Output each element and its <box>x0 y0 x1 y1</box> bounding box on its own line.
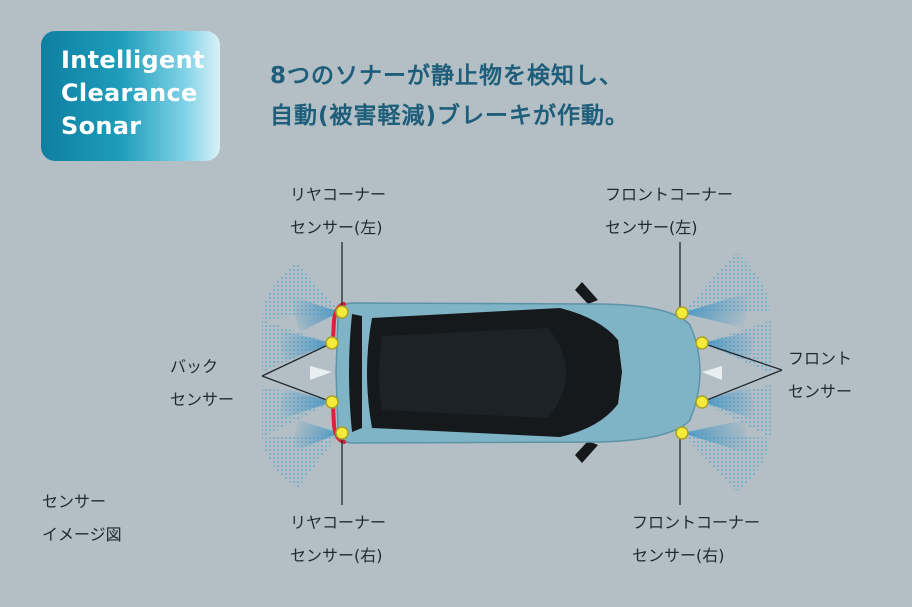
label-rear-corner-left-line-1: リヤコーナー <box>290 185 387 204</box>
leader-lines <box>261 242 783 505</box>
car-mirror-bottom <box>575 441 598 463</box>
leader-back-top <box>261 342 333 377</box>
label-rear-corner-right: リヤコーナー センサー(右) <box>290 506 386 572</box>
sensor-front-corner-left <box>675 306 689 320</box>
label-rear-corner-left-line-2: センサー(左) <box>290 218 383 237</box>
sensor-rear-corner-right <box>335 426 349 440</box>
rear-corner-right-wave-core <box>292 420 340 452</box>
label-front-corner-left-line-1: フロントコーナー <box>605 185 734 204</box>
label-front-corner-left: フロントコーナー センサー(左) <box>605 178 733 244</box>
sensor-front-left <box>695 336 709 350</box>
front-corner-right-wave-core <box>682 420 750 454</box>
rear-corner-left-wave <box>262 262 340 320</box>
sensor-front-corner-right <box>675 426 689 440</box>
intelligent-clearance-sonar-badge: Intelligent Clearance Sonar <box>41 31 220 161</box>
label-front-corner-right-line-2: センサー(右) <box>632 546 725 565</box>
rear-corner-left-wave-core <box>290 296 340 332</box>
front-left-wave-core <box>702 330 756 362</box>
leader-front-top <box>701 342 783 371</box>
label-back-sensor-line-1: バック <box>170 357 219 376</box>
label-rear-corner-right-line-1: リヤコーナー <box>290 513 387 532</box>
car-roof-panel <box>379 328 566 418</box>
headline-line-2: 自動(被害軽減)ブレーキが作動。 <box>270 103 630 129</box>
rear-corner-right-wave <box>262 433 340 488</box>
label-front-corner-left-line-2: センサー(左) <box>605 218 698 237</box>
label-front-sensor-line-1: フロント <box>788 349 853 368</box>
badge-line-3: Sonar <box>61 112 142 140</box>
leader-front-bottom <box>701 369 783 403</box>
label-back-sensor: バック センサー <box>170 350 234 416</box>
legend-sensor-image: センサー イメージ図 <box>42 485 122 551</box>
sensor-rear-corner-left <box>335 305 349 319</box>
badge-line-2: Clearance <box>61 79 198 107</box>
legend-line-1: センサー <box>42 492 107 511</box>
label-rear-corner-right-line-2: センサー(右) <box>290 546 383 565</box>
car-roof-glass <box>367 308 622 437</box>
car-rear-window <box>349 314 362 432</box>
front-white-gap <box>702 366 722 380</box>
sensor-front-right <box>695 395 709 409</box>
label-front-sensor: フロント センサー <box>788 342 852 408</box>
headline: 8つのソナーが静止物を検知し、 自動(被害軽減)ブレーキが作動。 <box>270 56 629 136</box>
front-right-wave-core <box>702 386 756 420</box>
leader-back-bottom <box>261 375 333 403</box>
front-corner-left-wave-core <box>682 292 750 328</box>
back-right-wave-core <box>278 388 332 420</box>
car-mirror-top <box>575 282 598 304</box>
label-back-sensor-line-2: センサー <box>170 390 235 409</box>
rear-sensor-waves <box>262 262 340 488</box>
label-front-sensor-line-2: センサー <box>788 382 853 401</box>
legend-line-2: イメージ図 <box>42 525 122 544</box>
car-top-view <box>331 282 701 463</box>
headline-line-1: 8つのソナーが静止物を検知し、 <box>270 63 624 89</box>
rear-white-gap <box>310 366 332 380</box>
label-front-corner-right: フロントコーナー センサー(右) <box>632 506 760 572</box>
label-front-corner-right-line-1: フロントコーナー <box>632 513 761 532</box>
badge-line-1: Intelligent <box>61 46 205 74</box>
back-left-wave-core <box>278 330 332 362</box>
sensors <box>325 305 709 440</box>
label-rear-corner-left: リヤコーナー センサー(左) <box>290 178 386 244</box>
sensor-back-left <box>325 336 339 350</box>
sensor-back-right <box>325 395 339 409</box>
